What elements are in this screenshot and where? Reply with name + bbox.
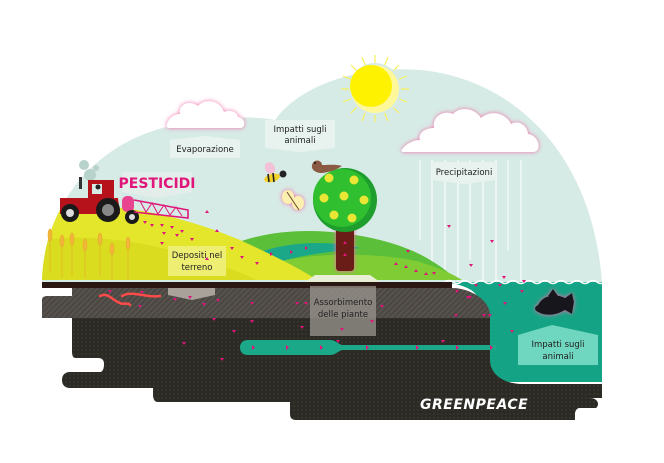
svg-text:Depositi nel: Depositi nel bbox=[172, 251, 223, 261]
svg-text:Precipitazioni: Precipitazioni bbox=[436, 168, 493, 178]
plant-absorption-label: Assorbimento delle piante bbox=[310, 286, 376, 336]
svg-text:Impatti sugli: Impatti sugli bbox=[531, 340, 584, 350]
svg-text:animali: animali bbox=[542, 352, 573, 362]
sun-icon bbox=[341, 55, 409, 122]
precipitation-cloud bbox=[401, 109, 539, 152]
animal-impact-water-label: Impatti sugli animali bbox=[518, 325, 598, 365]
deposit-pocket bbox=[168, 288, 215, 300]
svg-text:Impatti sugli: Impatti sugli bbox=[273, 125, 326, 135]
fish-icon bbox=[535, 289, 574, 315]
tractor-icon bbox=[60, 160, 189, 224]
deep-soil-right-notch bbox=[564, 398, 598, 420]
water-wave bbox=[444, 279, 606, 285]
earthworm-icon bbox=[98, 292, 162, 307]
svg-text:animali: animali bbox=[284, 136, 315, 146]
evaporation-cloud bbox=[166, 101, 245, 128]
topsoil-line bbox=[42, 282, 452, 288]
svg-text:terreno: terreno bbox=[181, 263, 212, 273]
svg-text:Evaporazione: Evaporazione bbox=[176, 145, 234, 155]
soil-deposits-label: Depositi nel terreno bbox=[168, 246, 226, 276]
greenpeace-logo: GREENPEACE bbox=[420, 397, 528, 413]
svg-text:PESTICIDI: PESTICIDI bbox=[119, 176, 196, 192]
svg-text:Assorbimento: Assorbimento bbox=[314, 298, 373, 308]
topsoil-layer bbox=[42, 288, 490, 318]
pesticide-particles bbox=[108, 210, 526, 361]
evaporation-label: Evaporazione bbox=[170, 136, 240, 158]
pesticides-label: PESTICIDI bbox=[119, 172, 196, 198]
tree-base-patch bbox=[305, 275, 380, 282]
animal-impact-air-label: Impatti sugli animali bbox=[265, 120, 335, 152]
wheat-crops bbox=[47, 228, 131, 280]
bird-icon bbox=[311, 160, 342, 173]
apple-tree-icon bbox=[313, 168, 377, 271]
butterfly-icon bbox=[282, 190, 304, 211]
precipitation-label: Precipitazioni bbox=[432, 162, 496, 184]
deep-soil-layer bbox=[62, 318, 602, 420]
bee-icon bbox=[264, 162, 287, 183]
svg-text:delle piante: delle piante bbox=[318, 310, 368, 320]
